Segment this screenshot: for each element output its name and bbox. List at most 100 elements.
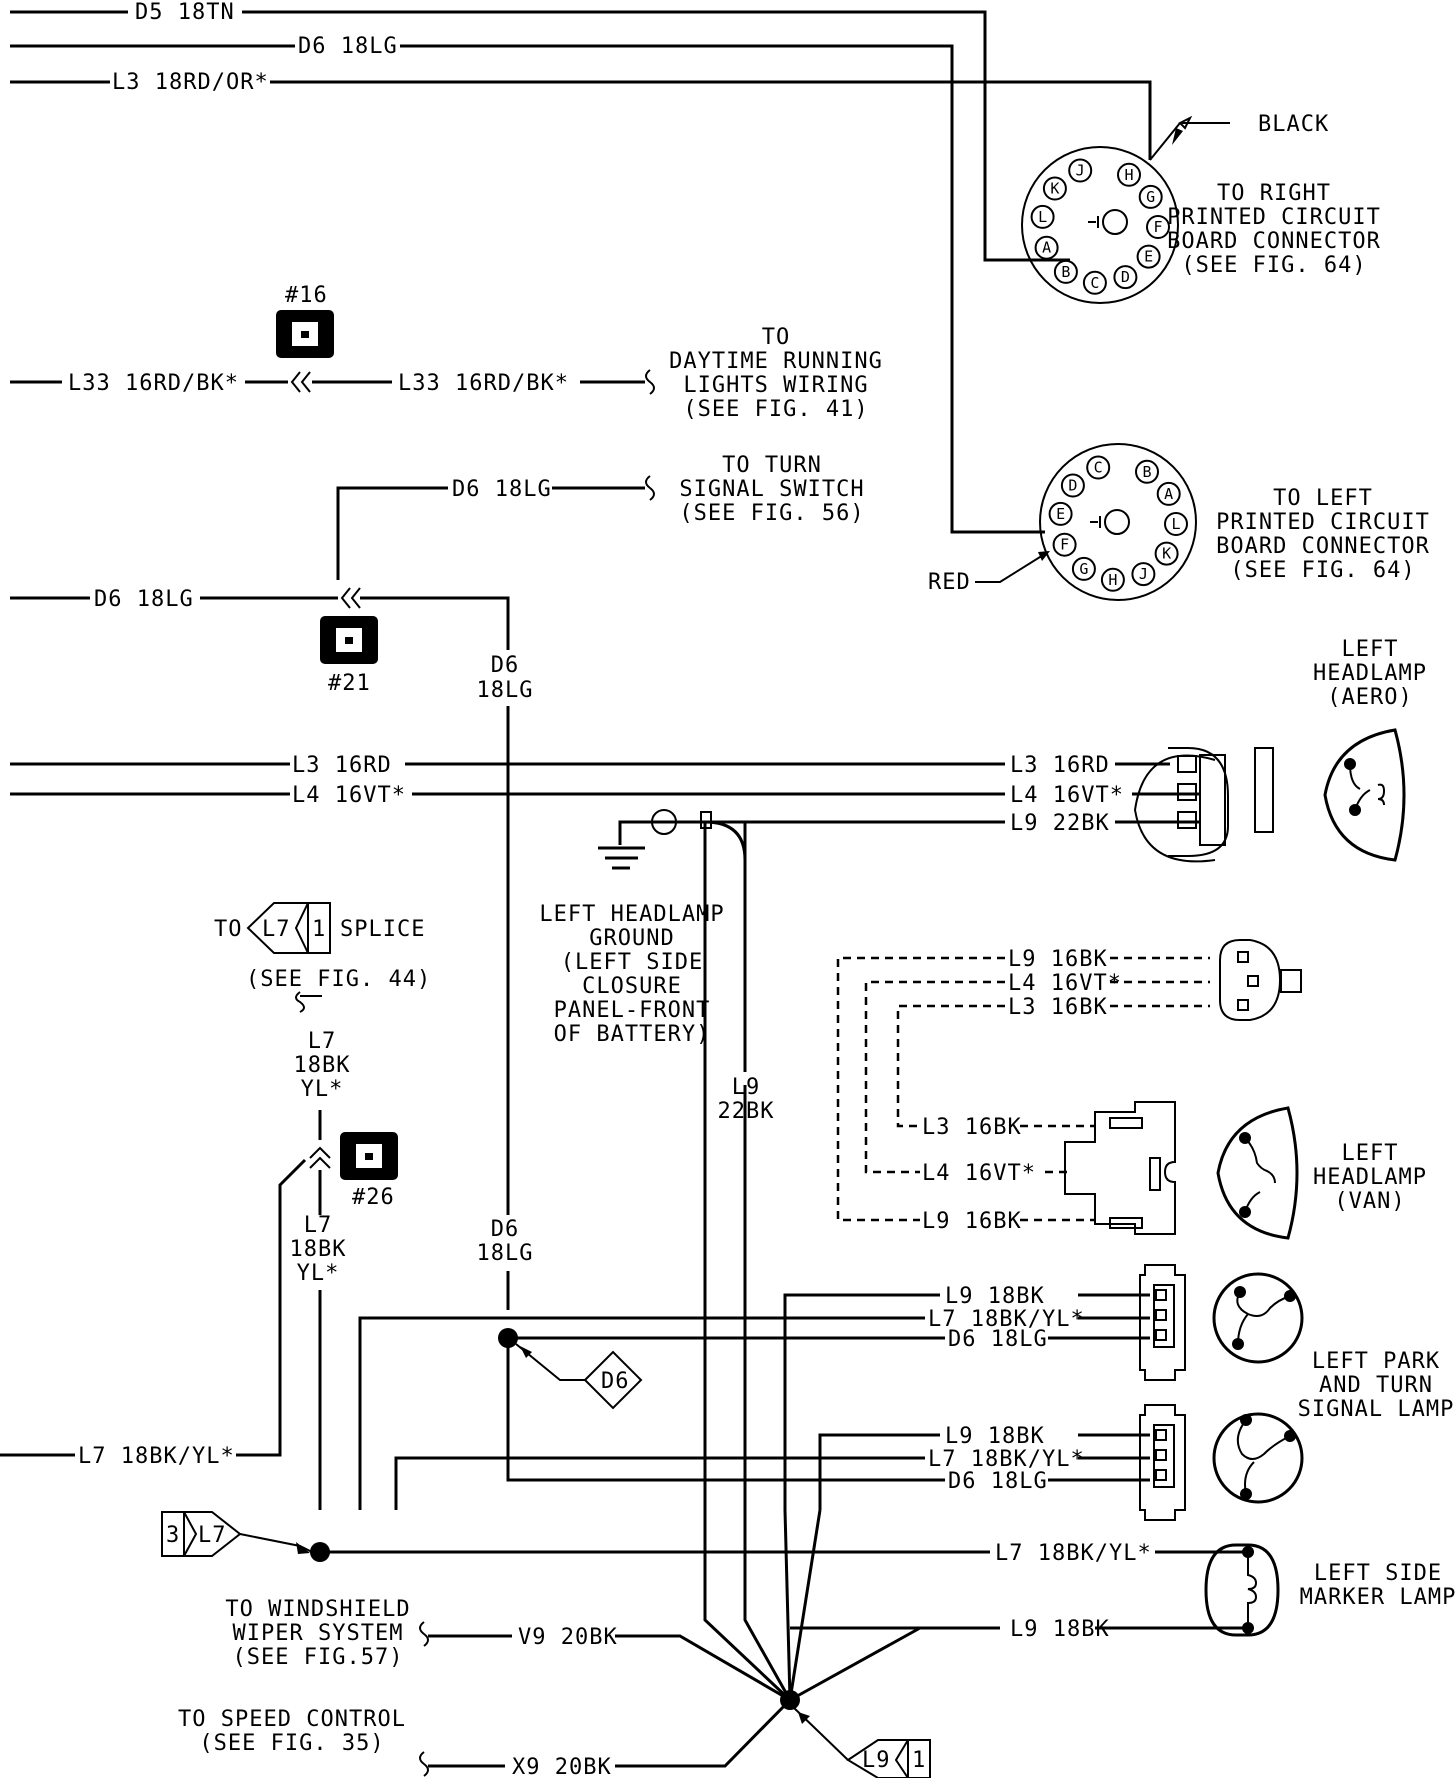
svg-text:L9: L9 (862, 1748, 891, 1773)
right-pcb-pin-label: L (1038, 208, 1047, 226)
svg-text:(SEE FIG. 35): (SEE FIG. 35) (199, 1731, 384, 1756)
label-park1-d6: D6 18LG (948, 1327, 1048, 1352)
label-park1-l9: L9 18BK (945, 1284, 1045, 1309)
left-pcb-pin-label: F (1060, 536, 1069, 554)
connector-16-label: #16 (285, 283, 328, 308)
label-l3-16rd-left: L3 16RD (292, 753, 392, 778)
d6-turn-circuit: D6 18LG TO TURN SIGNAL SWITCH (SEE FIG. … (10, 453, 864, 1310)
svg-text:SIGNAL SWITCH: SIGNAL SWITCH (679, 477, 864, 502)
label-l33-right: L33 16RD/BK* (398, 371, 569, 396)
left-pcb-pin-d (1060, 473, 1085, 498)
right-pcb-pin-b (1053, 259, 1078, 284)
label-l4-16vt-left: L4 16VT* (292, 783, 406, 808)
connector-26-label: #26 (352, 1185, 395, 1210)
label-d6-vertical-top: D6 18LG (475, 650, 545, 706)
svg-text:DAYTIME RUNNING: DAYTIME RUNNING (669, 349, 883, 374)
label-l9-16bk-a: L9 16BK (1008, 947, 1108, 972)
splice-l7-fig44: L7 1 (246, 902, 331, 954)
van-lower-connector (1064, 1101, 1176, 1235)
label-marker-l7: L7 18BK/YL* (995, 1541, 1152, 1566)
headlamp-van-bulb-icon (1216, 1106, 1299, 1240)
label-d6-left: D6 18LG (94, 587, 194, 612)
label-right-pcb: TO RIGHT PRINTED CIRCUIT BOARD CONNECTOR… (1167, 181, 1380, 278)
label-wiper: TO WINDSHIELD WIPER SYSTEM (SEE FIG.57) (225, 1597, 409, 1670)
svg-text:LEFT: LEFT (1342, 637, 1399, 662)
label-headlamp-van: LEFT HEADLAMP (VAN) (1313, 1141, 1426, 1214)
svg-text:(AERO): (AERO) (1327, 685, 1412, 710)
right-pcb-pin-a (1034, 235, 1059, 260)
svg-text:(SEE FIG. 56): (SEE FIG. 56) (679, 501, 864, 526)
label-l7-left: L7 18BK/YL* (78, 1444, 235, 1469)
side-marker-bulb-icon (1204, 1543, 1280, 1637)
headlamp-aero-connector (1133, 747, 1274, 863)
svg-text:LEFT: LEFT (1342, 1141, 1399, 1166)
right-pcb-pin-label: J (1076, 162, 1085, 180)
label-l7-vertical-bottom: L7 18BK YL* (290, 1213, 346, 1286)
svg-text:1: 1 (912, 1748, 926, 1773)
svg-text:YL*: YL* (301, 1077, 344, 1102)
left-pcb-pin-b (1135, 459, 1159, 484)
label-marker-l9: L9 18BK (1010, 1617, 1110, 1642)
left-pcb-pin-label: L (1171, 515, 1180, 533)
right-pcb-pin-label: F (1153, 218, 1162, 236)
label-turn-switch: TO TURN SIGNAL SWITCH (SEE FIG. 56) (679, 453, 864, 526)
left-pcb-pin-e (1048, 501, 1073, 526)
label-d6-vertical-bottom: D6 18LG (475, 1215, 545, 1271)
label-black: BLACK (1258, 112, 1329, 137)
left-pcb-pin-label: A (1164, 485, 1173, 503)
right-pcb-pin-label: H (1124, 166, 1133, 184)
right-pcb-pin-j (1068, 158, 1093, 183)
svg-text:YL*: YL* (297, 1261, 340, 1286)
svg-text:OF BATTERY): OF BATTERY) (554, 1022, 711, 1047)
connector-26-icon (340, 1132, 398, 1180)
headlamp-aero-bulb-icon (1323, 728, 1406, 862)
label-l33-left: L33 16RD/BK* (68, 371, 239, 396)
label-park1-l7: L7 18BK/YL* (928, 1307, 1085, 1332)
svg-text:TO SPEED CONTROL: TO SPEED CONTROL (178, 1707, 406, 1732)
van-upper-connector (1219, 939, 1302, 1021)
left-pcb-pin-a (1156, 481, 1181, 506)
label-park2-l9: L9 18BK (945, 1424, 1045, 1449)
svg-text:18BK: 18BK (294, 1053, 351, 1078)
right-pcb-pin-e (1136, 244, 1161, 269)
right-pcb-pin-f (1146, 215, 1170, 239)
label-d5-18tn: D5 18TN (135, 0, 235, 25)
left-pcb-pin-label: E (1056, 505, 1065, 523)
svg-text:SIGNAL LAMP: SIGNAL LAMP (1298, 1397, 1455, 1422)
svg-text:PRINTED CIRCUIT: PRINTED CIRCUIT (1216, 510, 1430, 535)
connector-21-icon (320, 616, 378, 664)
l33-circuit: L33 16RD/BK* L33 16RD/BK* #16 TO DAYTIME… (10, 283, 883, 422)
left-pcb-pin-label: J (1139, 565, 1148, 583)
svg-text:(LEFT SIDE: (LEFT SIDE (561, 950, 703, 975)
connector-16-icon (276, 310, 334, 358)
left-pcb-pin-g (1071, 556, 1096, 581)
label-l3-16rd-right: L3 16RD (1010, 753, 1110, 778)
svg-text:L7: L7 (262, 917, 291, 942)
svg-text:CLOSURE: CLOSURE (582, 974, 682, 999)
label-splice-word: SPLICE (340, 917, 425, 942)
label-l3-16bk-b: L3 16BK (922, 1115, 1022, 1140)
svg-text:AND TURN: AND TURN (1319, 1373, 1433, 1398)
right-pcb-pin-label: E (1144, 248, 1153, 266)
label-l4-16vt-right: L4 16VT* (1010, 783, 1124, 808)
svg-text:D6: D6 (491, 1217, 520, 1242)
left-pcb-pin-label: D (1068, 477, 1077, 495)
svg-text:L7: L7 (304, 1213, 333, 1238)
left-pcb-pin-j (1131, 562, 1156, 587)
svg-text:L7: L7 (198, 1523, 227, 1548)
svg-text:(SEE FIG. 64): (SEE FIG. 64) (1230, 558, 1415, 583)
label-left-pcb: TO LEFT PRINTED CIRCUIT BOARD CONNECTOR … (1216, 486, 1430, 583)
left-pcb-pin-label: C (1094, 459, 1103, 477)
left-pcb-pin-label: H (1108, 571, 1117, 589)
label-l4-16vt-a: L4 16VT* (1008, 971, 1122, 996)
label-park2-d6: D6 18LG (948, 1469, 1048, 1494)
park1-connector (1139, 1264, 1186, 1381)
svg-text:D6: D6 (601, 1369, 630, 1394)
svg-text:LEFT HEADLAMP: LEFT HEADLAMP (539, 902, 724, 927)
svg-text:TO LEFT: TO LEFT (1273, 486, 1373, 511)
connector-21-label: #21 (328, 671, 371, 696)
splice-l9-1: L9 1 (846, 1739, 931, 1778)
